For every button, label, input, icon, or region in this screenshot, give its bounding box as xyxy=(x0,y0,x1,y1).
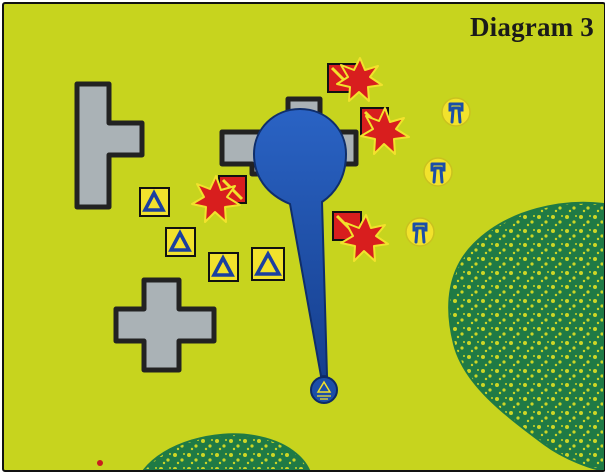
walker-token-1[interactable] xyxy=(442,98,470,126)
forest-right xyxy=(449,203,604,470)
walker-token-3[interactable] xyxy=(406,218,434,246)
blue-counter-2[interactable] xyxy=(166,228,195,256)
board-map xyxy=(4,4,604,470)
blue-counter-3[interactable] xyxy=(209,253,238,281)
forest-bottom xyxy=(144,434,309,470)
commander-token-icon[interactable] xyxy=(311,377,337,403)
diagram-title: Diagram 3 xyxy=(470,12,594,43)
red-counter-2[interactable] xyxy=(361,108,409,154)
building-t-shape xyxy=(77,84,142,207)
blue-beam-pointer xyxy=(254,109,346,376)
blue-counter-4[interactable] xyxy=(252,248,284,280)
red-counter-4[interactable] xyxy=(333,212,388,261)
blue-counter-1[interactable] xyxy=(140,188,169,216)
walker-token-2[interactable] xyxy=(424,158,452,186)
red-marker-dot xyxy=(97,460,103,466)
red-counter-1[interactable] xyxy=(328,58,382,101)
red-counter-3[interactable] xyxy=(192,176,246,222)
building-cross xyxy=(116,280,214,370)
